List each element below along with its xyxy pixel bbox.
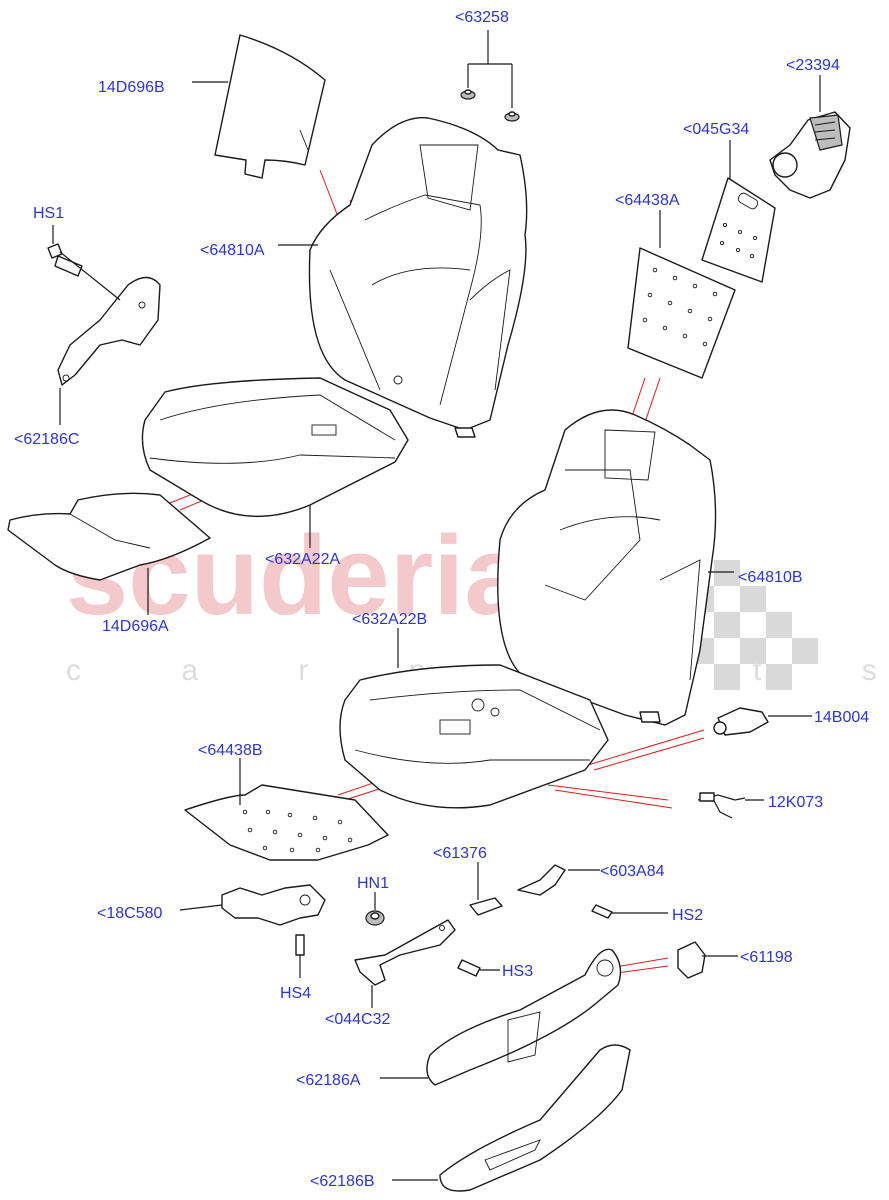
label-14B004: 14B004 — [814, 709, 869, 726]
screw-HS2 — [591, 904, 613, 919]
part-labels: <63258 14D696B <23394 <045G34 HS1 <64438… — [14, 9, 869, 1190]
label-HN1: HN1 — [357, 875, 389, 892]
seat-cushion-632A22A — [141, 377, 409, 518]
screw-HS1 — [47, 243, 83, 277]
label-632A22A: <632A22A — [265, 551, 341, 568]
label-61376: <61376 — [433, 845, 487, 862]
bracket-603A84 — [517, 864, 566, 896]
label-HS3: HS3 — [502, 963, 533, 980]
lumbar-motor-23394 — [769, 111, 851, 199]
label-23394: <23394 — [786, 57, 840, 74]
label-64438A: <64438A — [615, 192, 680, 209]
leader-lines — [52, 30, 821, 1181]
label-62186A: <62186A — [296, 1072, 361, 1089]
label-603A84: <603A84 — [600, 863, 665, 880]
bracket-62186C — [57, 276, 161, 386]
pad-14D696A — [7, 492, 211, 581]
label-14D696A: 14D696A — [102, 618, 169, 635]
label-HS1: HS1 — [33, 205, 64, 222]
label-632A22B: <632A22B — [352, 611, 427, 628]
harness-12K073 — [697, 792, 746, 819]
seat-back-64810B — [497, 409, 717, 726]
label-045G34: <045G34 — [683, 121, 749, 138]
label-61198: <61198 — [740, 949, 793, 966]
harness-bracket-18C580 — [221, 884, 326, 926]
screw-HS4 — [295, 934, 305, 956]
plate-045G34 — [701, 177, 776, 283]
label-63258: <63258 — [455, 9, 509, 26]
side-trim-62186B — [439, 1044, 631, 1192]
cap-61376 — [469, 897, 503, 916]
label-64810B: <64810B — [738, 569, 803, 586]
label-HS4: HS4 — [280, 985, 311, 1002]
mat-64438A — [627, 247, 736, 379]
knob-61198 — [677, 941, 706, 979]
label-64810A: <64810A — [200, 242, 265, 259]
side-trim-62186A — [426, 948, 622, 1086]
label-18C580: <18C580 — [97, 905, 162, 922]
motor-14B004 — [713, 707, 769, 736]
bracket-044C32 — [354, 919, 456, 986]
seat-cushion-632A22B — [339, 664, 609, 809]
clips-63258 — [460, 89, 520, 122]
label-044C32: <044C32 — [325, 1011, 390, 1028]
label-62186B: <62186B — [310, 1173, 375, 1190]
label-62186C: <62186C — [14, 431, 79, 448]
label-14D696B: 14D696B — [98, 79, 165, 96]
nut-HN1 — [365, 910, 385, 926]
label-HS2: HS2 — [672, 907, 703, 924]
seat-back-64810A — [308, 117, 528, 438]
back-panel-14D696B — [214, 34, 326, 179]
screw-HS3 — [457, 959, 481, 977]
label-64438B: <64438B — [198, 742, 263, 759]
label-12K073: 12K073 — [768, 794, 823, 811]
mat-64438B — [184, 784, 389, 861]
